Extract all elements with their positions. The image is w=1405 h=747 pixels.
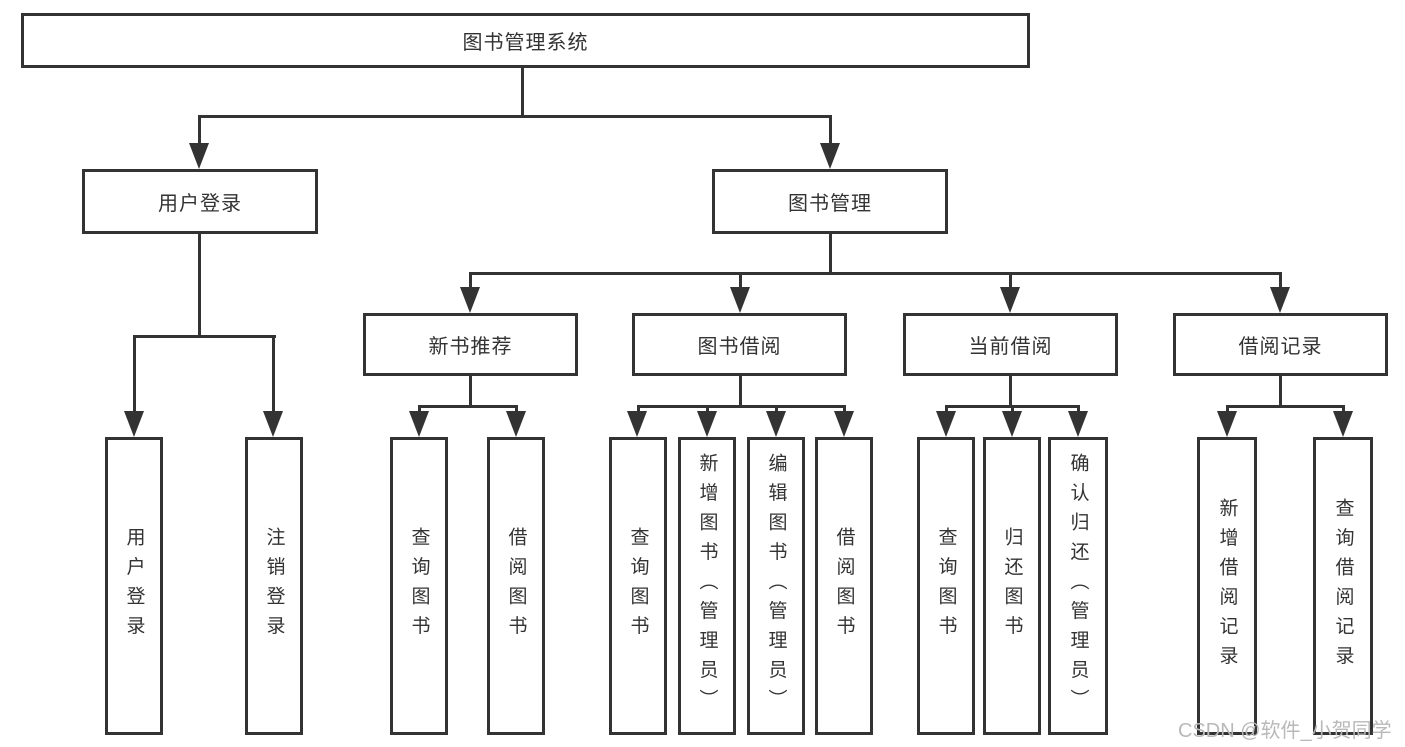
arrow-icon	[820, 143, 840, 169]
leaf-user-login-label: 用户登录	[123, 527, 145, 645]
arrow-icon	[1270, 287, 1290, 313]
arrow-icon	[834, 411, 854, 437]
leaf-user-login: 用户登录	[105, 437, 163, 735]
connector-line	[637, 405, 640, 414]
connector-line	[945, 405, 948, 414]
connector-line	[829, 234, 832, 275]
connector-line	[198, 234, 201, 337]
arrow-icon	[124, 411, 144, 437]
leaf-logout-label: 注销登录	[263, 527, 285, 645]
connector-line	[198, 115, 201, 147]
leaf-query-books-newbook: 查询图书	[390, 437, 448, 735]
node-user-login: 用户登录	[82, 169, 318, 234]
arrow-icon	[766, 411, 786, 437]
leaf-confirm-return-admin: 确认归还（管理员）	[1048, 437, 1108, 735]
watermark: CSDN @软件_小贺同学	[1178, 720, 1392, 742]
arrow-icon	[697, 411, 717, 437]
arrow-icon	[506, 411, 526, 437]
arrow-icon	[1002, 411, 1022, 437]
arrow-icon	[189, 143, 209, 169]
connector-line	[521, 67, 524, 117]
node-root-label: 图书管理系统	[462, 32, 589, 54]
node-new-book-recommend: 新书推荐	[363, 313, 578, 376]
leaf-query-books-current: 查询图书	[917, 437, 975, 735]
connector-line	[637, 405, 845, 408]
arrow-icon	[936, 411, 956, 437]
leaf-query-books-borrow: 查询图书	[609, 437, 667, 735]
connector-line	[1226, 405, 1345, 408]
node-borrowing-records: 借阅记录	[1173, 313, 1388, 376]
connector-line	[418, 405, 518, 408]
leaf-borrow-books-newbook-label: 借阅图书	[505, 527, 527, 645]
node-book-borrowing: 图书借阅	[632, 313, 847, 376]
connector-line	[739, 272, 742, 290]
leaf-add-borrow-record-label: 新增借阅记录	[1216, 497, 1238, 675]
node-book-borrowing-label: 图书借阅	[697, 336, 782, 358]
connector-line	[198, 115, 832, 118]
arrow-icon	[263, 411, 283, 437]
leaf-borrow-books-label: 借阅图书	[833, 527, 855, 645]
arrow-icon	[627, 411, 647, 437]
connector-line	[1009, 272, 1012, 290]
node-root: 图书管理系统	[21, 13, 1030, 68]
connector-line	[775, 405, 778, 414]
connector-line	[739, 376, 742, 407]
node-book-management: 图书管理	[712, 169, 948, 234]
connector-line	[133, 335, 136, 414]
node-book-management-label: 图书管理	[788, 193, 872, 215]
node-current-borrowing: 当前借阅	[903, 313, 1118, 376]
connector-line	[418, 405, 421, 414]
arrow-icon	[730, 287, 750, 313]
connector-line	[1226, 405, 1229, 414]
connector-line	[1279, 376, 1282, 407]
leaf-return-books: 归还图书	[983, 437, 1041, 735]
leaf-add-borrow-record: 新增借阅记录	[1197, 437, 1257, 735]
node-new-book-recommend-label: 新书推荐	[428, 336, 513, 358]
leaf-edit-book-admin: 编辑图书（管理员）	[747, 437, 805, 735]
connector-line	[469, 272, 472, 290]
leaf-return-books-label: 归还图书	[1001, 527, 1023, 645]
connector-line	[1342, 405, 1345, 414]
leaf-confirm-return-admin-label: 确认归还（管理员）	[1067, 453, 1089, 719]
connector-line	[1279, 272, 1282, 290]
arrow-icon	[1333, 411, 1353, 437]
leaf-query-books-borrow-label: 查询图书	[627, 527, 649, 645]
leaf-query-borrow-record: 查询借阅记录	[1313, 437, 1373, 735]
leaf-borrow-books-newbook: 借阅图书	[487, 437, 545, 735]
arrow-icon	[409, 411, 429, 437]
connector-line	[843, 405, 846, 414]
connector-line	[272, 335, 275, 414]
connector-line	[133, 335, 276, 338]
arrow-icon	[1217, 411, 1237, 437]
leaf-borrow-books: 借阅图书	[815, 437, 873, 735]
node-borrowing-records-label: 借阅记录	[1238, 336, 1323, 358]
arrow-icon	[460, 287, 480, 313]
connector-line	[1009, 376, 1012, 407]
leaf-add-book-admin: 新增图书（管理员）	[678, 437, 736, 735]
connector-line	[829, 115, 832, 147]
arrow-icon	[1000, 287, 1020, 313]
connector-line	[515, 405, 518, 414]
connector-line	[469, 272, 1282, 275]
connector-line	[1011, 405, 1014, 414]
connector-line	[1077, 405, 1080, 414]
leaf-add-book-admin-label: 新增图书（管理员）	[696, 453, 718, 719]
connector-line	[469, 376, 472, 407]
node-current-borrowing-label: 当前借阅	[968, 336, 1053, 358]
leaf-logout: 注销登录	[245, 437, 303, 735]
leaf-query-books-current-label: 查询图书	[935, 527, 957, 645]
arrow-icon	[1068, 411, 1088, 437]
connector-line	[706, 405, 709, 414]
leaf-edit-book-admin-label: 编辑图书（管理员）	[765, 453, 787, 719]
node-user-login-label: 用户登录	[158, 193, 242, 215]
leaf-query-books-newbook-label: 查询图书	[408, 527, 430, 645]
leaf-query-borrow-record-label: 查询借阅记录	[1332, 497, 1354, 675]
